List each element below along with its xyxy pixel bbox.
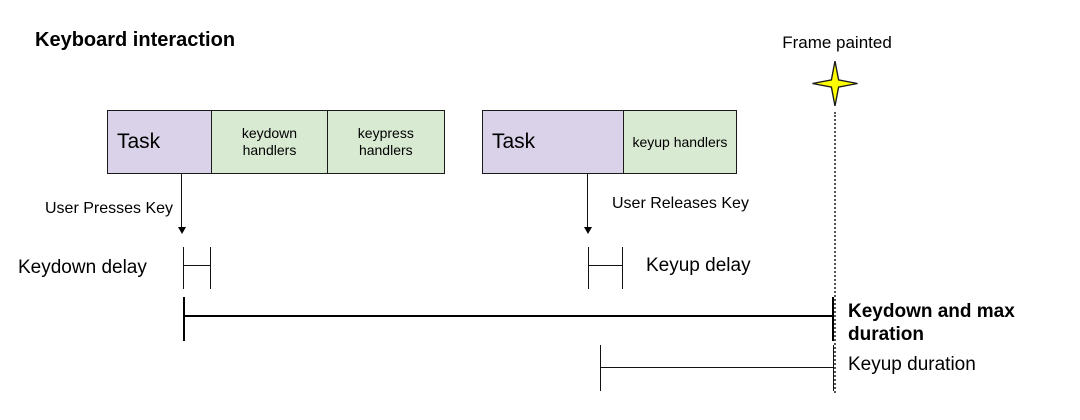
keyup-handlers-label: keyup handlers (632, 133, 728, 150)
user-releases-arrowhead-icon (584, 227, 592, 234)
user-presses-arrow-line (181, 174, 182, 227)
user-presses-arrowhead-icon (178, 227, 186, 234)
keyup-duration-label: Keyup duration (848, 354, 976, 375)
keyup-delay-span-line (589, 265, 623, 266)
keyup-delay-label: Keyup delay (646, 255, 751, 276)
keypress-handlers-segment: keypress handlers (326, 111, 444, 173)
keydown-max-duration-label: Keydown and max duration (848, 301, 1015, 345)
keydown-max-duration-end-tick (832, 297, 834, 341)
keydown-handlers-label: keydown handlers (241, 125, 298, 158)
user-releases-arrow-line (587, 174, 588, 227)
keydown-delay-span-line (184, 265, 211, 266)
keypress-handlers-label: keypress handlers (357, 125, 414, 158)
keydown-max-duration-start-tick (183, 297, 185, 341)
keydown-max-duration-line (184, 315, 834, 317)
frame-painted-label: Frame painted (782, 33, 892, 52)
task-segment-label: Task (117, 130, 161, 153)
keydown-handlers-segment: keydown handlers (211, 111, 327, 173)
keyup-duration-end-tick (833, 345, 834, 391)
user-releases-key-label: User Releases Key (612, 195, 749, 212)
task-segment: Task (483, 111, 623, 173)
task-segment: Task (108, 111, 212, 173)
keydown-delay-start-tick (183, 247, 184, 289)
diagram-title: Keyboard interaction (35, 29, 236, 51)
keyup-delay-start-tick (588, 247, 589, 289)
keyup-duration-line (601, 367, 834, 368)
keydown-delay-label: Keydown delay (18, 257, 147, 278)
frame-painted-dotted-line (834, 112, 836, 393)
task-block-keydown: Task keydown handlers keypress handlers (107, 110, 445, 174)
keyup-delay-end-tick (622, 247, 623, 289)
user-presses-key-label: User Presses Key (45, 200, 174, 217)
task-block-keyup: Task keyup handlers (482, 110, 737, 174)
task-segment-label: Task (492, 130, 536, 153)
keyup-handlers-segment: keyup handlers (622, 111, 736, 173)
keyup-duration-start-tick (600, 345, 601, 391)
keydown-delay-end-tick (210, 247, 211, 289)
frame-painted-star-icon (812, 61, 858, 106)
